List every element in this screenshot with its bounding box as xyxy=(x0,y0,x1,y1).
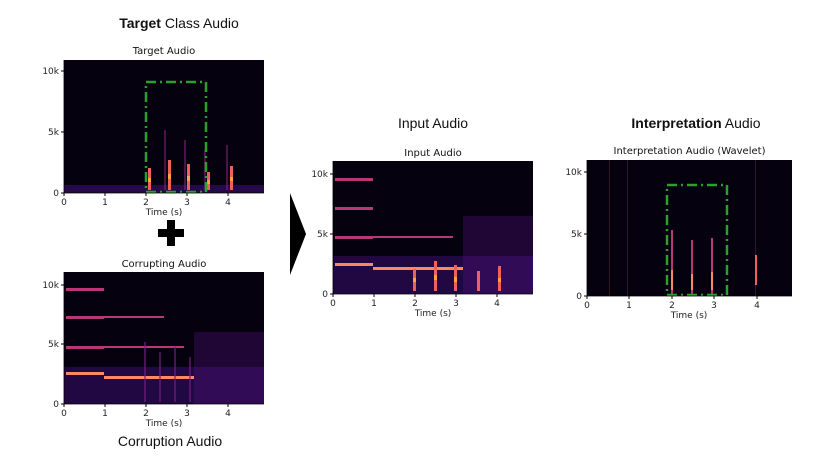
input-spectrogram: 0 1 2 3 4 0 5k 10k Time (s) xyxy=(311,161,533,319)
interpretation-x-label: Time (s) xyxy=(670,311,708,321)
x-tick-4: 4 xyxy=(225,409,231,419)
target-spectrogram-svg: 0 1 2 3 4 0 5k 10k Time (s) xyxy=(42,60,264,218)
y-tick-5k: 5k xyxy=(317,230,329,240)
y-tick-5k: 5k xyxy=(48,340,60,350)
y-tick-0: 0 xyxy=(53,189,59,199)
x-tick-3: 3 xyxy=(711,301,717,311)
y-tick-5k: 5k xyxy=(571,230,583,240)
y-tick-5k: 5k xyxy=(48,128,60,138)
corruption-heading: Corruption Audio xyxy=(95,433,245,449)
x-tick-1: 1 xyxy=(102,198,108,208)
interpretation-spectrogram: 0 1 2 3 4 0 5k 10k Time (s) xyxy=(565,160,792,321)
corruption-heading-text: Corruption Audio xyxy=(117,433,223,449)
target-plot-title: Target Audio xyxy=(132,46,196,57)
x-tick-0: 0 xyxy=(584,301,590,311)
x-tick-1: 1 xyxy=(626,301,632,311)
corrupting-plot-title: Corrupting Audio xyxy=(121,259,207,270)
interpretation-spectrogram-svg: 0 1 2 3 4 0 5k 10k Time (s) xyxy=(565,160,792,321)
interpretation-heading-rest: Audio xyxy=(721,115,761,131)
corrupting-spectrogram-svg: 0 1 2 3 4 0 5k 10k Time (s) xyxy=(42,272,264,429)
x-tick-4: 4 xyxy=(494,299,500,309)
target-heading-bold: Target xyxy=(119,15,161,31)
x-tick-2: 2 xyxy=(143,409,149,419)
target-heading-rest: Class Audio xyxy=(160,15,239,31)
interpretation-heading: Interpretation Audio xyxy=(616,115,776,131)
interpretation-region-box xyxy=(665,183,729,297)
x-tick-0: 0 xyxy=(61,198,67,208)
y-tick-0: 0 xyxy=(576,292,582,302)
x-tick-2: 2 xyxy=(143,198,149,208)
corrupting-spectrogram: 0 1 2 3 4 0 5k 10k Time (s) xyxy=(42,272,264,429)
y-tick-10k: 10k xyxy=(565,168,582,178)
y-tick-0: 0 xyxy=(53,400,59,410)
x-tick-0: 0 xyxy=(61,409,67,419)
x-tick-3: 3 xyxy=(184,409,190,419)
x-tick-3: 3 xyxy=(453,299,459,309)
arrow-right-icon xyxy=(290,193,306,275)
target-region-box xyxy=(144,80,208,194)
interpretation-heading-bold: Interpretation xyxy=(631,115,722,131)
plus-icon xyxy=(158,220,184,246)
x-tick-0: 0 xyxy=(330,299,336,309)
x-tick-2: 2 xyxy=(412,299,418,309)
y-tick-10k: 10k xyxy=(42,67,59,77)
y-tick-0: 0 xyxy=(322,290,328,300)
x-tick-4: 4 xyxy=(225,198,231,208)
x-tick-3: 3 xyxy=(184,198,190,208)
corrupting-x-label: Time (s) xyxy=(145,419,183,429)
input-heading: Input Audio xyxy=(358,115,508,131)
input-spectrogram-svg: 0 1 2 3 4 0 5k 10k Time (s) xyxy=(311,161,533,319)
input-x-label: Time (s) xyxy=(414,309,452,319)
x-tick-4: 4 xyxy=(754,301,760,311)
target-x-label: Time (s) xyxy=(145,208,183,218)
target-class-heading: Target Class Audio xyxy=(104,15,254,31)
y-tick-10k: 10k xyxy=(42,281,59,291)
input-heading-text: Input Audio xyxy=(397,115,469,131)
x-tick-1: 1 xyxy=(102,409,108,419)
target-spectrogram: 0 1 2 3 4 0 5k 10k Time (s) xyxy=(42,60,264,218)
x-tick-1: 1 xyxy=(371,299,377,309)
interpretation-plot-title: Interpretation Audio (Wavelet) xyxy=(613,146,766,157)
input-plot-title: Input Audio xyxy=(404,148,462,159)
y-tick-10k: 10k xyxy=(311,170,328,180)
x-tick-2: 2 xyxy=(669,301,675,311)
